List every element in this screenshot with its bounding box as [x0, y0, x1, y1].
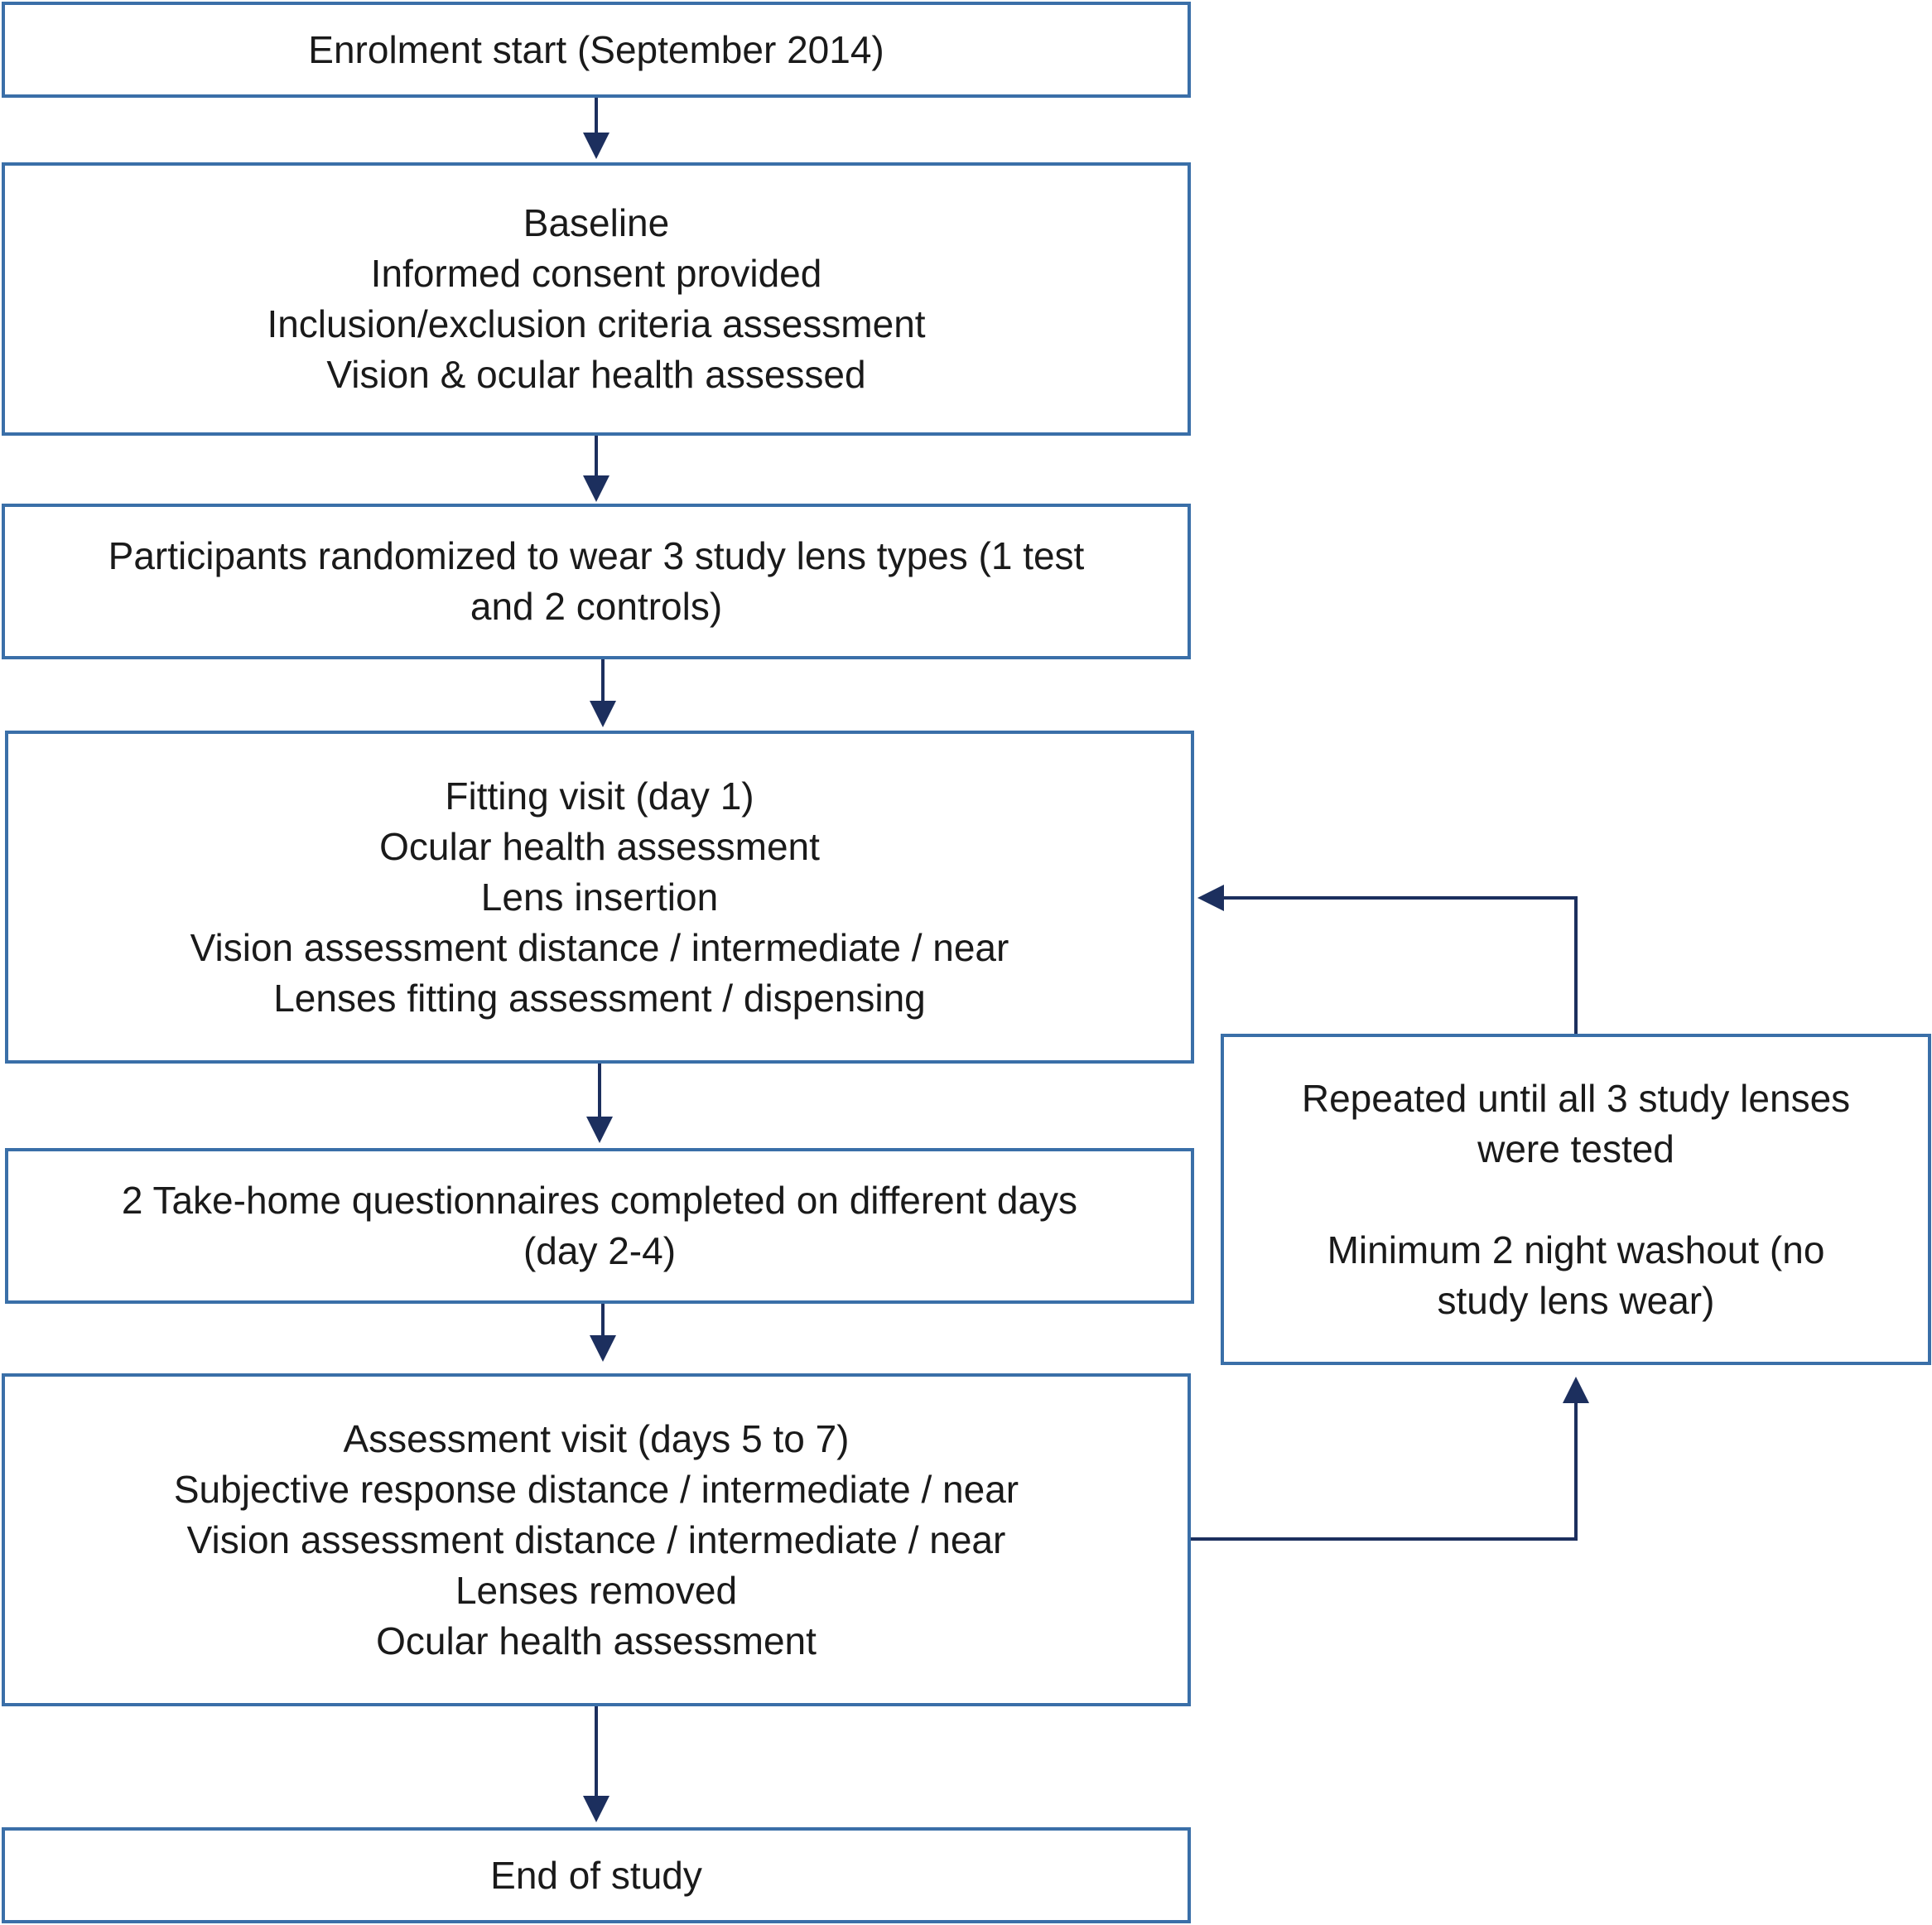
fitting-vision: Vision assessment distance / intermediat…	[190, 925, 1009, 969]
randomized-box: Participants randomized to wear 3 study …	[2, 504, 1191, 659]
assessment-lenses-removed: Lenses removed	[455, 1568, 738, 1612]
fitting-dispensing: Lenses fitting assessment / dispensing	[273, 976, 926, 1020]
randomized-line-2: and 2 controls)	[470, 585, 723, 628]
fitting-ocular-health: Ocular health assessment	[379, 824, 820, 868]
repeat-box: Repeated until all 3 study lenses were t…	[1221, 1034, 1931, 1365]
assessment-vision: Vision assessment distance / intermediat…	[186, 1517, 1006, 1561]
repeat-line-3: Minimum 2 night washout (no	[1327, 1228, 1825, 1271]
fitting-title: Fitting visit (day 1)	[445, 774, 754, 818]
randomized-line-1: Participants randomized to wear 3 study …	[108, 534, 1085, 577]
assessment-subjective: Subjective response distance / intermedi…	[173, 1467, 1019, 1511]
assessment-visit-box: Assessment visit (days 5 to 7) Subjectiv…	[2, 1373, 1191, 1706]
arrow-repeat-to-fitting	[1197, 885, 1578, 1034]
end-of-study-box: End of study	[2, 1827, 1191, 1923]
fitting-visit-box: Fitting visit (day 1) Ocular health asse…	[5, 731, 1194, 1064]
enrolment-box: Enrolment start (September 2014)	[2, 2, 1191, 98]
questionnaires-box: 2 Take-home questionnaires completed on …	[5, 1148, 1194, 1304]
questionnaires-line-1: 2 Take-home questionnaires completed on …	[121, 1179, 1078, 1222]
repeat-line-1: Repeated until all 3 study lenses	[1301, 1076, 1851, 1120]
baseline-consent: Informed consent provided	[370, 252, 822, 295]
enrolment-text: Enrolment start (September 2014)	[308, 27, 884, 71]
baseline-vision: Vision & ocular health assessed	[326, 353, 866, 396]
arrow-assessment-to-repeat	[1189, 1377, 1589, 1541]
baseline-title: Baseline	[523, 201, 670, 244]
repeat-line-4: study lens wear)	[1437, 1278, 1715, 1322]
fitting-lens-insertion: Lens insertion	[480, 875, 719, 919]
assessment-title: Assessment visit (days 5 to 7)	[343, 1416, 850, 1460]
repeat-line-2: were tested	[1477, 1127, 1674, 1170]
baseline-criteria: Inclusion/exclusion criteria assessment	[267, 302, 926, 345]
baseline-box: Baseline Informed consent provided Inclu…	[2, 162, 1191, 436]
questionnaires-line-2: (day 2-4)	[523, 1229, 677, 1272]
end-text: End of study	[490, 1853, 702, 1897]
assessment-ocular-health: Ocular health assessment	[376, 1619, 817, 1662]
